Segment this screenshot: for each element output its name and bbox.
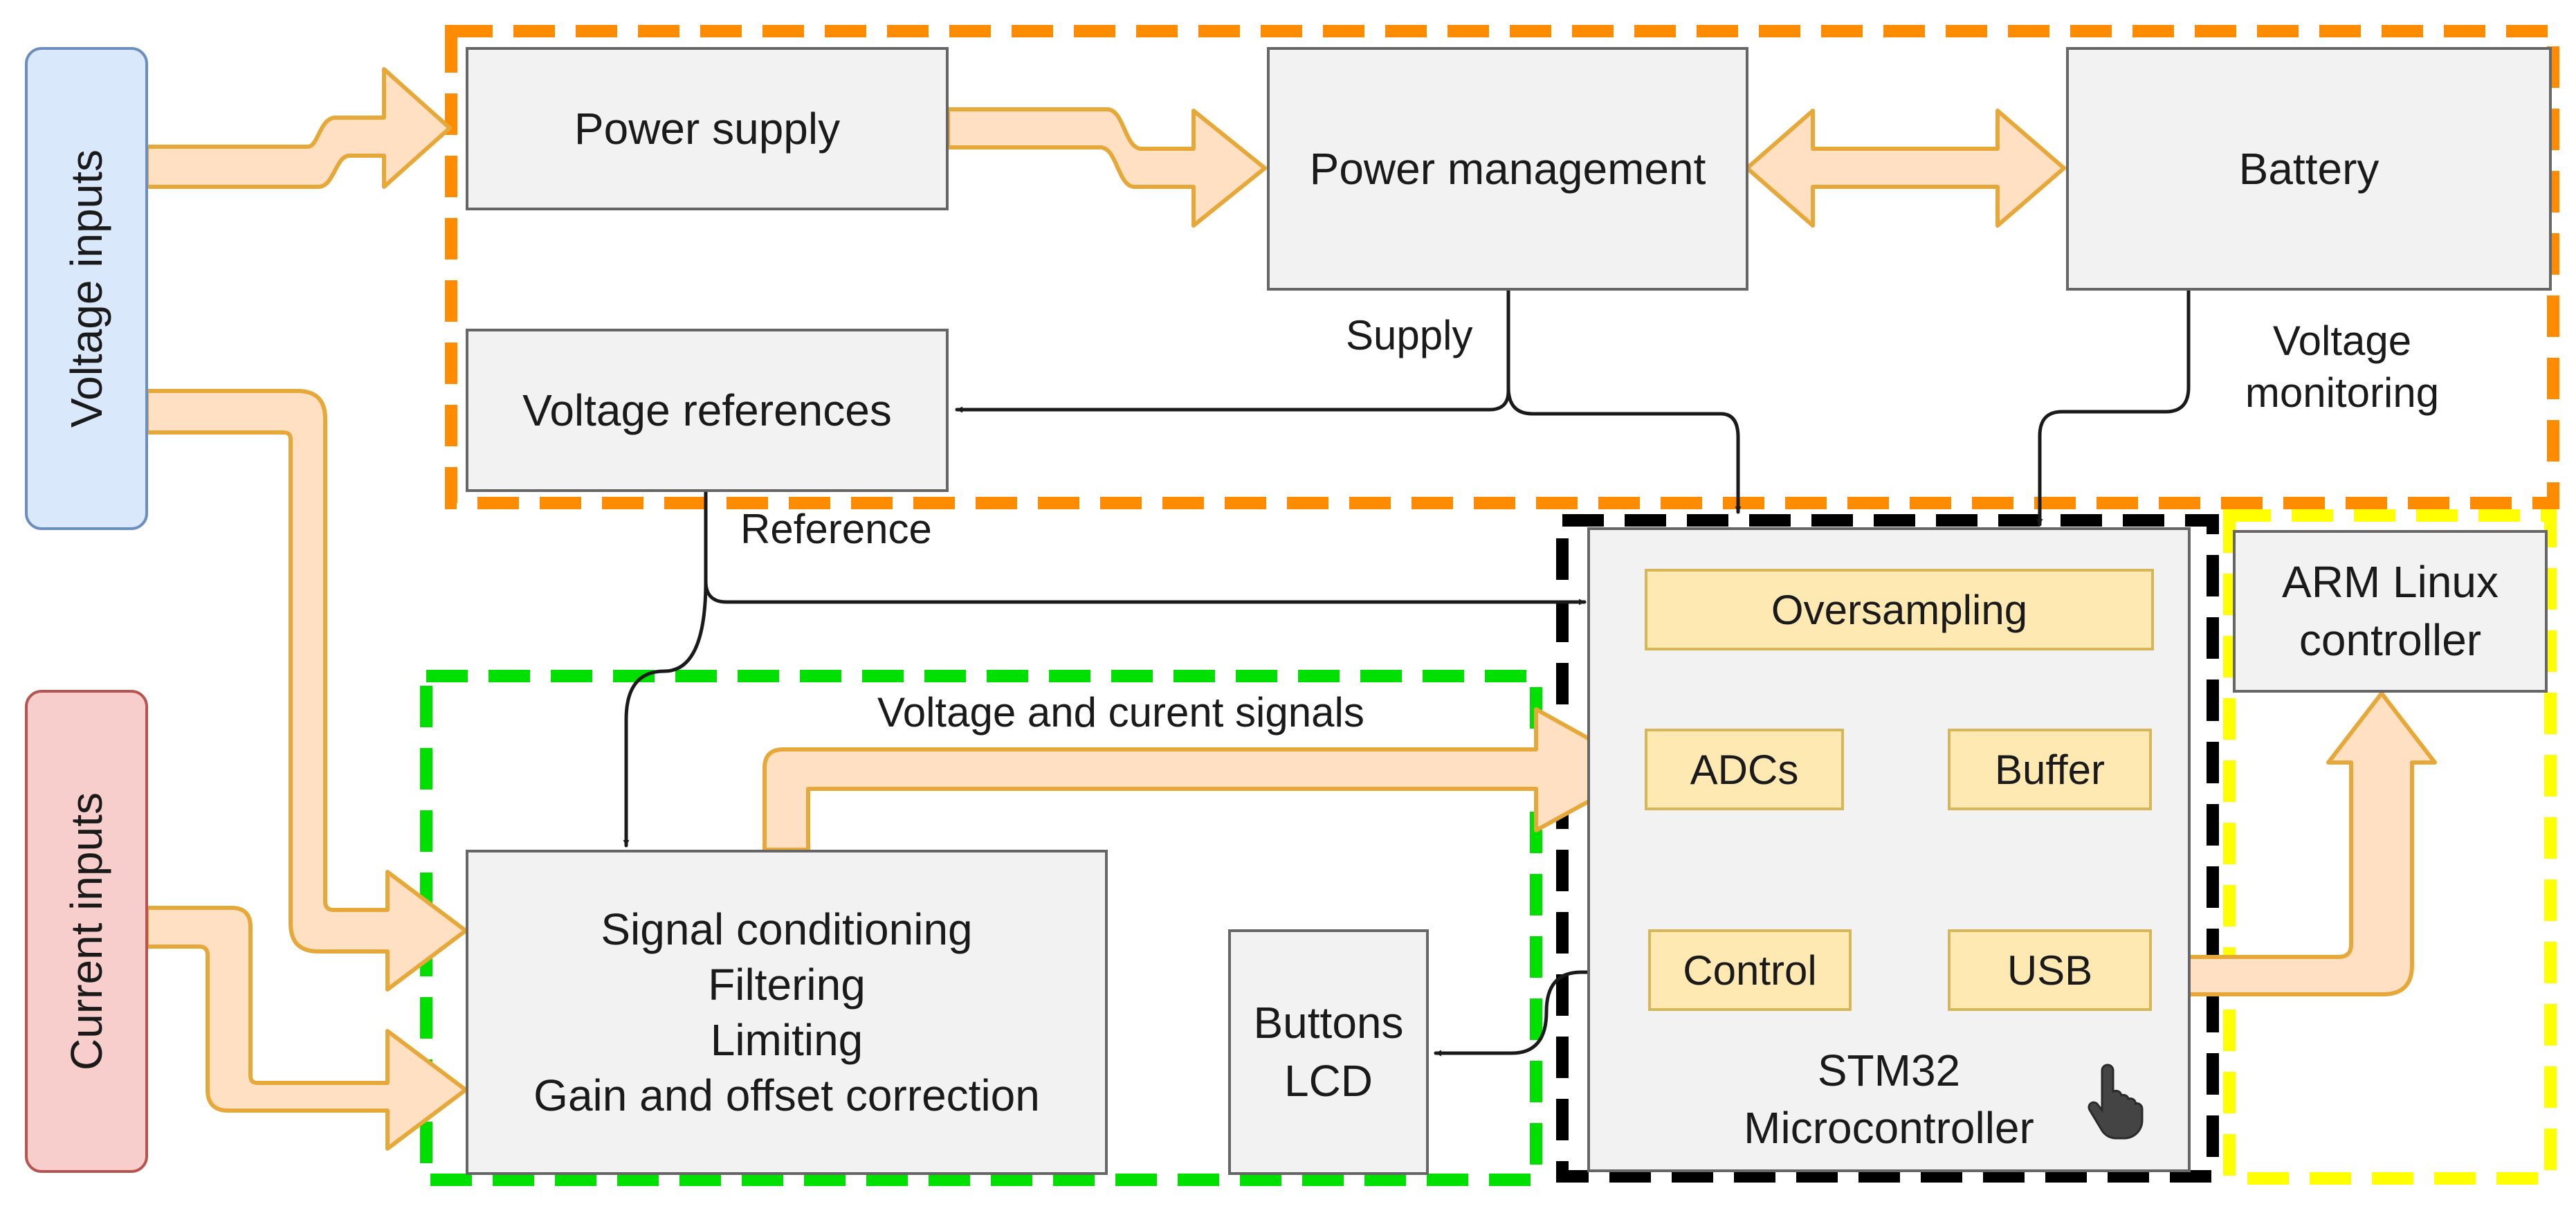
arm-linux-controller-block: ARM Linux controller	[2233, 530, 2548, 693]
buttons-lcd-block: Buttons LCD	[1228, 929, 1429, 1175]
oversampling-block: Oversampling	[1645, 569, 2154, 650]
connector-monitoring-to-mcu	[2036, 287, 2191, 527]
flow-arrow-signals-to-adcs	[762, 707, 1647, 852]
power-supply-block: Power supply	[466, 47, 949, 210]
voltage-inputs-block: Voltage inputs	[25, 47, 148, 530]
flow-arrow-management-battery	[1745, 109, 2066, 228]
buffer-label: Buffer	[1995, 746, 2105, 793]
controller-label: controller	[2299, 614, 2482, 665]
battery-block: Battery	[2066, 47, 2552, 291]
reference-label: Reference	[740, 506, 932, 552]
voltage-references-block: Voltage references	[466, 329, 949, 492]
battery-label: Battery	[2238, 144, 2379, 194]
microcontroller-label: Microcontroller	[1744, 1102, 2034, 1153]
current-inputs-block: Current inputs	[25, 690, 148, 1173]
flow-arrow-usb-to-linux	[2150, 691, 2437, 996]
linux-region	[2223, 509, 2557, 1185]
connector-reference-to-conditioning	[623, 579, 708, 848]
usb-label: USB	[2007, 947, 2093, 994]
oversampling-label: Oversampling	[1771, 586, 2028, 633]
stm32-label: STM32	[1817, 1045, 1961, 1095]
connector-supply-to-mcu	[1506, 385, 1742, 514]
signal-conditioning-block: Signal conditioning Filtering Limiting G…	[466, 850, 1108, 1175]
buttons-label: Buttons	[1253, 998, 1404, 1048]
power-management-label: Power management	[1309, 144, 1706, 194]
signal-conditioning-line-2: Filtering	[708, 960, 866, 1010]
lcd-label: LCD	[1284, 1055, 1373, 1106]
adcs-block: ADCs	[1645, 729, 1844, 810]
adcs-label: ADCs	[1690, 746, 1799, 793]
signal-conditioning-line-1: Signal conditioning	[601, 904, 973, 954]
power-supply-label: Power supply	[574, 104, 841, 154]
voltage-references-label: Voltage references	[522, 385, 892, 435]
control-block: Control	[1648, 929, 1852, 1011]
power-region	[445, 25, 2559, 509]
voltage-inputs-label: Voltage inputs	[62, 149, 111, 428]
supply-label: Supply	[1346, 312, 1473, 358]
flow-arrow-voltage-to-power-supply	[145, 67, 452, 189]
signal-conditioning-line-4: Gain and offset correction	[533, 1070, 1040, 1120]
signals-label: Voltage and curent signals	[877, 689, 1364, 736]
current-inputs-label: Current inputs	[62, 792, 111, 1070]
flow-arrow-voltage-to-conditioning	[145, 389, 468, 992]
arm-linux-label: ARM Linux	[2282, 557, 2499, 608]
signal-conditioning-line-3: Limiting	[710, 1015, 864, 1065]
voltage-monitoring-line-1: Voltage	[2272, 318, 2412, 364]
control-label: Control	[1683, 947, 1817, 994]
flow-arrow-supply-to-management	[946, 107, 1267, 228]
flow-arrow-current-to-conditioning	[145, 906, 468, 1151]
voltage-monitoring-label: Voltage monitoring	[2238, 315, 2446, 419]
usb-block: USB	[1948, 929, 2152, 1011]
voltage-monitoring-line-2: monitoring	[2245, 370, 2440, 416]
hand-pointer-icon	[2088, 1064, 2144, 1140]
mcu-region	[1556, 514, 2219, 1183]
buffer-block: Buffer	[1948, 729, 2152, 810]
power-management-block: Power management	[1267, 47, 1748, 291]
connector-buttons-control	[1434, 969, 1647, 1057]
